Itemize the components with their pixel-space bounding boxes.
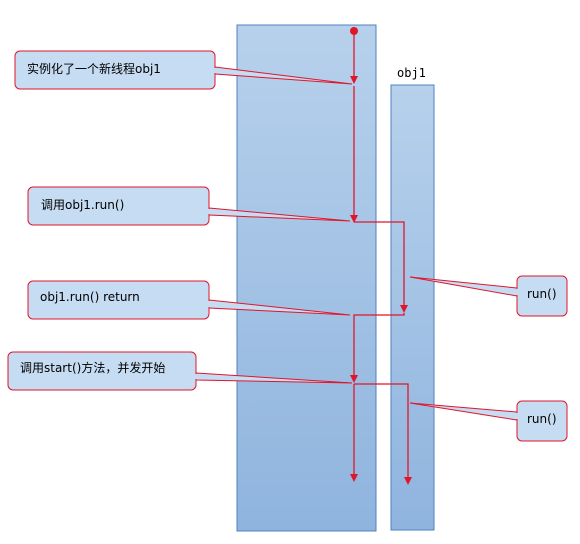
start-dot (350, 27, 358, 35)
callout-call-start-label: 调用start()方法，并发开始 (20, 360, 165, 375)
callout-call-run: 调用obj1.run() (27, 186, 351, 226)
callout-run-2-label: run() (527, 412, 557, 426)
main-thread-lane (236, 24, 377, 532)
callout-instantiate-label: 实例化了一个新线程obj1 (27, 61, 161, 76)
main-flow-arrows (350, 35, 412, 485)
callout-run-1: run() (409, 275, 568, 317)
callout-call-run-label: 调用obj1.run() (41, 198, 124, 212)
callout-run-2: run() (409, 400, 568, 442)
return-path (350, 313, 405, 383)
callout-run-return-label: obj1.run() return (40, 290, 140, 304)
call-run-path (354, 221, 408, 313)
obj1-lane-label: obj1 (397, 66, 426, 80)
obj1-thread-lane (390, 84, 435, 531)
callout-run-return: obj1.run() return (27, 280, 351, 320)
start-fork-path (354, 383, 412, 485)
callout-call-start: 调用start()方法，并发开始 (7, 351, 353, 391)
callout-instantiate: 实例化了一个新线程obj1 (14, 50, 353, 90)
callout-run-1-label: run() (527, 287, 557, 301)
